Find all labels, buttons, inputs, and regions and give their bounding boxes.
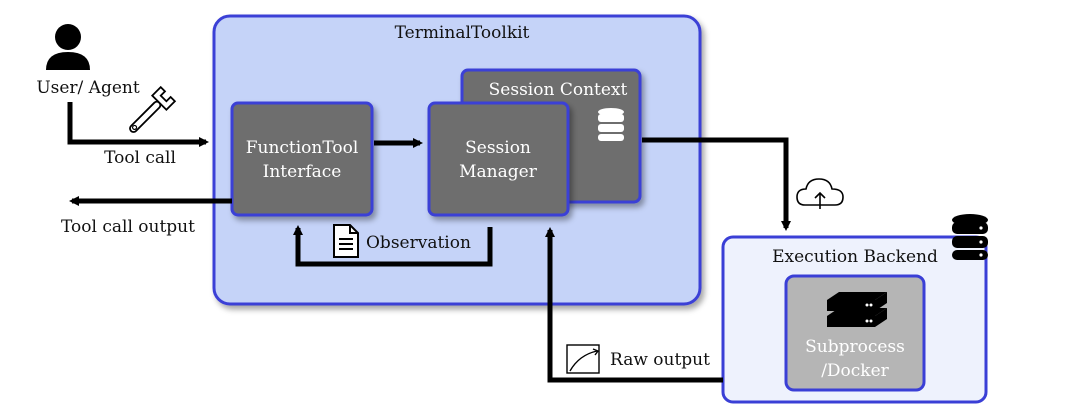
toolkit-title: TerminalToolkit [395, 23, 530, 43]
function-tool-line2: Interface [263, 162, 342, 182]
tool-call-output-label: Tool call output [61, 217, 195, 237]
user-agent-label: User/ Agent [36, 78, 140, 98]
session-manager-line1: Session [465, 138, 531, 158]
session-manager-line2: Manager [459, 162, 538, 182]
subprocess-line2: /Docker [821, 361, 889, 381]
raw-output-label: Raw output [610, 350, 710, 370]
session-manager-box [427, 101, 570, 217]
server-stack-icon [952, 214, 988, 260]
execution-backend-title: Execution Backend [772, 247, 938, 267]
function-tool-line1: FunctionTool [246, 138, 359, 158]
cloud-upload-icon [796, 178, 844, 209]
function-tool-interface-box [230, 101, 374, 217]
arrow-context-to-backend [642, 137, 791, 231]
arrow-raw-output [545, 227, 723, 383]
server-icon [827, 292, 887, 327]
database-icon [598, 108, 624, 141]
observation-label: Observation [366, 233, 471, 253]
subprocess-docker-box [784, 274, 926, 392]
user-icon [46, 24, 90, 70]
subprocess-line1: Subprocess [805, 337, 905, 357]
arrow-observation [293, 225, 493, 267]
tool-call-label: Tool call [104, 148, 176, 168]
line-chart-icon [566, 344, 600, 374]
session-context-title: Session Context [489, 80, 628, 100]
arrow-tool-call [67, 102, 209, 147]
document-icon [333, 224, 359, 258]
wrench-icon [129, 85, 177, 133]
